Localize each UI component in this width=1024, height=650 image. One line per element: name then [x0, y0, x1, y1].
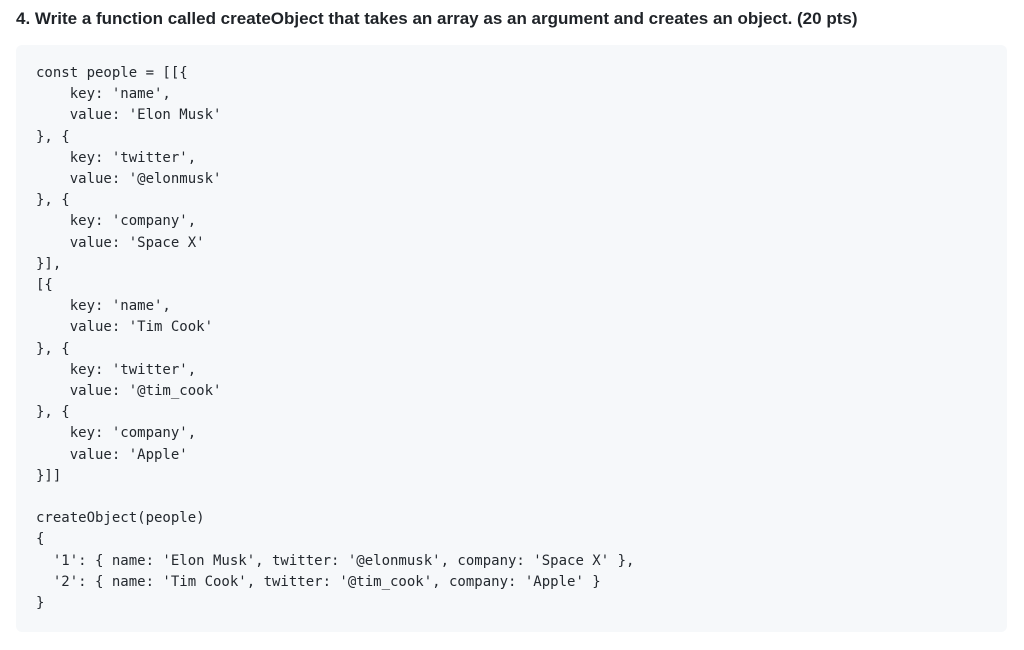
code-block: const people = [[{ key: 'name', value: '… — [16, 45, 1007, 633]
page: 4. Write a function called createObject … — [16, 9, 1007, 633]
code-content: const people = [[{ key: 'name', value: '… — [36, 65, 635, 612]
question-heading: 4. Write a function called createObject … — [16, 9, 858, 28]
